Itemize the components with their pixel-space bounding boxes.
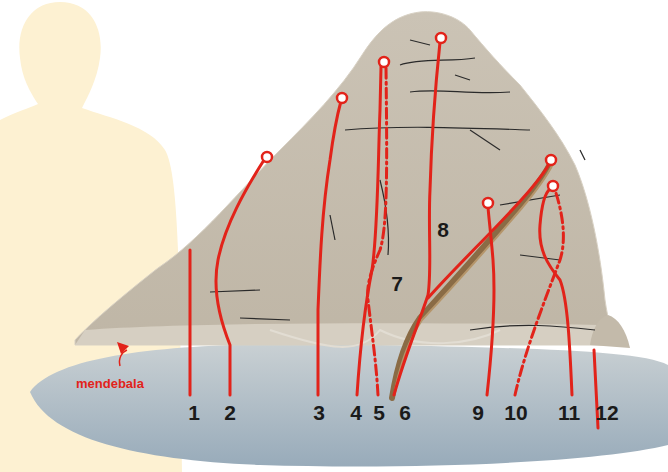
route-number: 5 bbox=[373, 402, 385, 423]
route-number: 3 bbox=[313, 402, 325, 423]
route-number: 6 bbox=[399, 402, 411, 423]
route-number: 1 bbox=[188, 402, 200, 423]
direction-label: mendebala bbox=[76, 377, 144, 390]
route-number: 8 bbox=[437, 219, 449, 240]
route-number: 7 bbox=[391, 273, 403, 294]
route-number: 4 bbox=[350, 402, 362, 423]
route-number: 11 bbox=[558, 402, 580, 423]
route-number: 9 bbox=[472, 402, 484, 423]
route-number: 10 bbox=[504, 402, 527, 423]
route-number: 2 bbox=[224, 402, 236, 423]
route-number: 12 bbox=[595, 402, 618, 423]
